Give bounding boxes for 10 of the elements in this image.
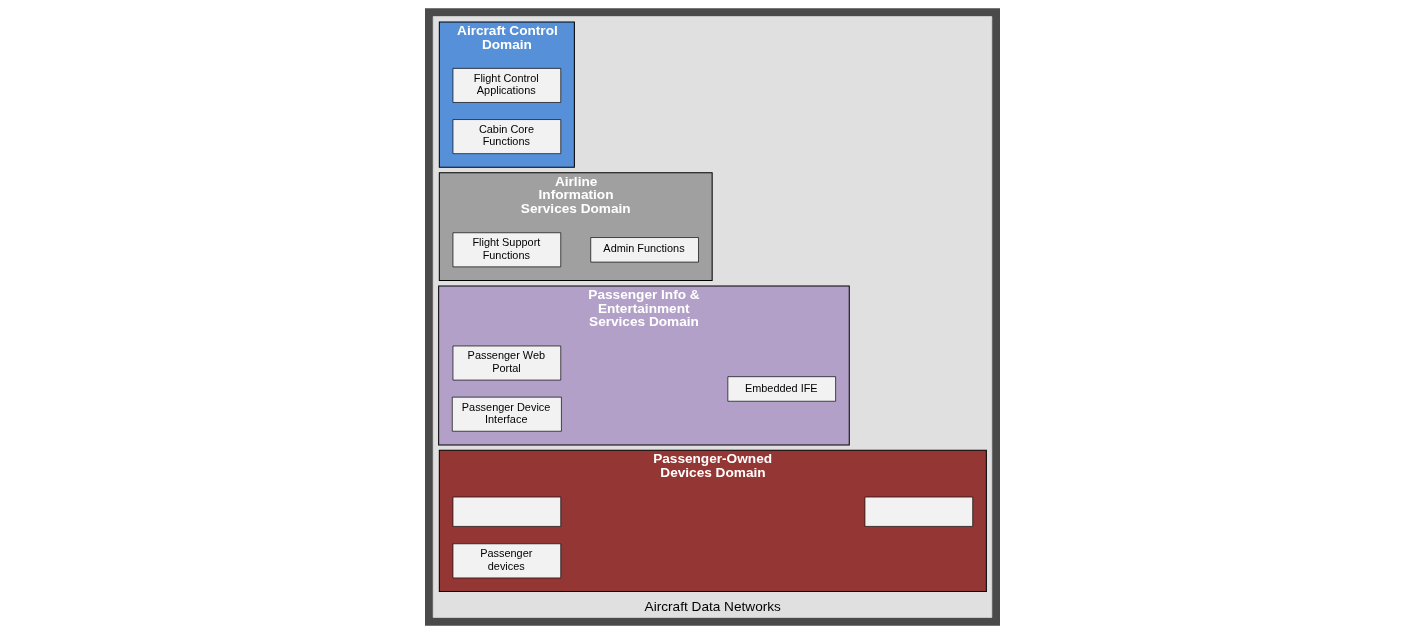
node-box <box>864 496 974 527</box>
node-box: Flight Control Applications <box>452 68 562 103</box>
node-box: Passenger Device Interface <box>451 396 562 432</box>
node-box: Passenger Web Portal <box>452 345 562 381</box>
node-box: Cabin Core Functions <box>452 119 562 154</box>
node-box: Admin Functions <box>590 237 699 263</box>
node-box: Embedded IFE <box>727 376 836 402</box>
node-box: Flight Support Functions <box>452 232 562 268</box>
node-box: Passenger devices <box>452 543 562 579</box>
node-box <box>452 496 562 527</box>
